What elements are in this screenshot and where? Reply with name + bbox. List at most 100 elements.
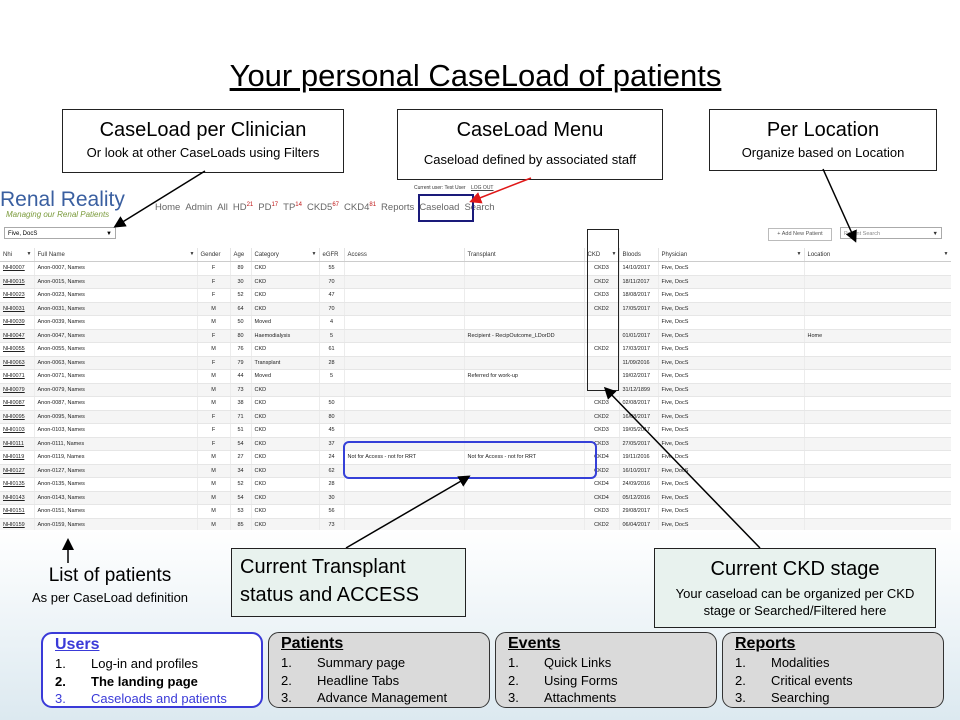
app-logo[interactable]: Renal Reality (0, 188, 125, 211)
column-header-egfr[interactable]: eGFR (319, 248, 345, 262)
column-header-physician[interactable]: Physician▼ (658, 248, 805, 262)
card-events-item-3[interactable]: 3.Attachments (508, 690, 617, 705)
card-events-item-1[interactable]: 1.Quick Links (508, 655, 612, 670)
nav-item-search[interactable]: Search (464, 202, 494, 213)
card-events[interactable]: Events 1.Quick Links 2.Using Forms 3.Att… (495, 632, 717, 708)
card-users-item-3[interactable]: 3.Caseloads and patients (55, 691, 227, 706)
nhi-link[interactable]: NHI0063 (0, 356, 35, 370)
add-patient-button[interactable]: + Add New Patient (768, 228, 832, 241)
ckd-sub2: stage or Searched/Filtered here (703, 603, 887, 618)
card-reports[interactable]: Reports 1.Modalities 2.Critical events 3… (722, 632, 944, 708)
column-header-gender[interactable]: Gender (197, 248, 231, 262)
card-patients[interactable]: Patients 1.Summary page 2.Headline Tabs … (268, 632, 490, 708)
table-cell: Five, DocS (658, 275, 805, 289)
nhi-link[interactable]: NHI0047 (0, 329, 35, 343)
table-cell (619, 315, 659, 330)
nhi-link[interactable]: NHI0039 (0, 315, 35, 330)
card-users-item-2[interactable]: 2.The landing page (55, 673, 198, 689)
nhi-link[interactable]: NHI0031 (0, 302, 35, 316)
card-reports-item-3[interactable]: 3.Searching (735, 690, 830, 705)
nhi-link[interactable]: NHI0111 (0, 437, 35, 451)
nhi-link[interactable]: NHI0087 (0, 396, 35, 411)
nav-item-ckd5[interactable]: CKD567 (307, 202, 339, 213)
patient-search-input[interactable]: Patient Search ▼ (840, 227, 942, 239)
nhi-link[interactable]: NHI0119 (0, 450, 35, 465)
table-cell: CKD (251, 491, 320, 505)
filter-icon[interactable]: ▼ (189, 251, 195, 257)
filter-icon[interactable]: ▼ (796, 251, 802, 257)
dropdown-arrow-icon: ▼ (932, 231, 938, 237)
column-header-nhi[interactable]: Nhi▼ (0, 248, 35, 262)
filter-icon[interactable]: ▼ (26, 251, 32, 257)
card-patients-item-2[interactable]: 2.Headline Tabs (281, 672, 400, 688)
app-tagline: Managing our Renal Patients (6, 210, 110, 219)
card-users-item-1[interactable]: 1.Log-in and profiles (55, 656, 198, 671)
nhi-link[interactable]: NHI0079 (0, 383, 35, 397)
column-header-age[interactable]: Age (230, 248, 252, 262)
nav-item-home[interactable]: Home (155, 202, 180, 213)
nhi-link[interactable]: NHI0159 (0, 518, 35, 530)
current-user-text: Current user: Test User (414, 185, 466, 191)
nav-item-reports[interactable]: Reports (381, 202, 414, 213)
table-cell: CKD (251, 464, 320, 478)
table-cell: CKD (251, 396, 320, 411)
nhi-link[interactable]: NHI0095 (0, 410, 35, 424)
table-cell: Five, DocS (658, 437, 805, 451)
card-patients-item-3[interactable]: 3.Advance Management (281, 690, 448, 705)
nhi-link[interactable]: NHI0127 (0, 464, 35, 478)
nhi-link[interactable]: NHI0015 (0, 275, 35, 289)
nav-item-hd[interactable]: HD21 (233, 202, 253, 213)
card-users[interactable]: Users 1.Log-in and profiles 2.The landin… (41, 632, 263, 708)
nav-item-tp[interactable]: TP14 (283, 202, 302, 213)
table-cell (344, 369, 465, 384)
column-header-transplant[interactable]: Transplant (464, 248, 585, 262)
card-reports-item-2[interactable]: 2.Critical events (735, 672, 853, 688)
logout-link[interactable]: LOG OUT (470, 185, 494, 191)
caseload-filter-select[interactable]: Five, DocS ▼ (4, 227, 116, 239)
nav-item-ckd4[interactable]: CKD481 (344, 202, 376, 213)
column-header-location[interactable]: Location▼ (804, 248, 951, 262)
nhi-link[interactable]: NHI0135 (0, 477, 35, 492)
filter-icon[interactable]: ▼ (943, 251, 949, 257)
table-cell: Five, DocS (658, 315, 805, 330)
column-header-category[interactable]: Category▼ (251, 248, 320, 262)
column-header-access[interactable]: Access (344, 248, 465, 262)
nhi-link[interactable]: NHI0103 (0, 423, 35, 438)
nav-item-all[interactable]: All (217, 202, 228, 213)
card-events-item-2[interactable]: 2.Using Forms (508, 672, 618, 688)
nav-item-caseload[interactable]: Caseload (419, 202, 459, 213)
nhi-link[interactable]: NHI0151 (0, 504, 35, 519)
nav-item-pd[interactable]: PD17 (258, 202, 278, 213)
nhi-link[interactable]: NHI0023 (0, 288, 35, 303)
nhi-link[interactable]: NHI0143 (0, 491, 35, 505)
card-reports-item-1[interactable]: 1.Modalities (735, 655, 830, 670)
table-cell: 85 (230, 518, 252, 530)
nhi-link[interactable]: NHI0071 (0, 369, 35, 384)
column-header-full-name[interactable]: Full Name▼ (34, 248, 198, 262)
column-header-bloods[interactable]: Bloods (619, 248, 659, 262)
card-patients-item-1[interactable]: 1.Summary page (281, 655, 406, 670)
filter-icon[interactable]: ▼ (311, 251, 317, 257)
nhi-link[interactable]: NHI0007 (0, 261, 35, 276)
nhi-link[interactable]: NHI0055 (0, 342, 35, 357)
table-cell: CKD (251, 518, 320, 530)
filter-icon[interactable]: ▼ (611, 251, 617, 257)
nav-item-admin[interactable]: Admin (185, 202, 212, 213)
